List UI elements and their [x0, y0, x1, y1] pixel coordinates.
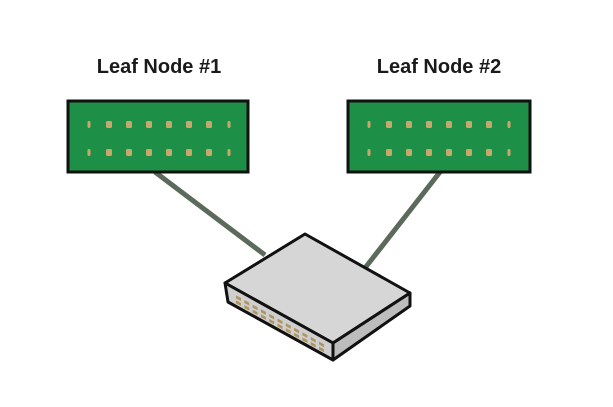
switch-port: [310, 336, 316, 343]
switch-port: [260, 309, 266, 315]
leaf-node-2-label: Leaf Node #2: [376, 56, 502, 78]
switch-icon: [223, 232, 412, 362]
port: [386, 121, 392, 128]
port: [87, 121, 91, 128]
port: [106, 121, 112, 128]
switch-port: [302, 332, 308, 338]
switch-port: [277, 318, 283, 325]
port: [446, 121, 452, 128]
switch-port: [319, 341, 324, 348]
port: [466, 121, 472, 128]
port: [166, 121, 172, 128]
port: [507, 121, 511, 128]
switch-port: [319, 346, 324, 353]
switch-port: [277, 323, 283, 330]
switch-port: [236, 300, 241, 307]
switch-port: [294, 332, 300, 339]
switch-port: [260, 314, 266, 320]
switch-port: [236, 295, 241, 302]
port: [206, 149, 212, 156]
port: [106, 149, 112, 156]
leaf-node-2: [346, 99, 532, 174]
switch-port: [269, 318, 275, 325]
port: [166, 149, 172, 156]
switch-port: [252, 309, 258, 316]
port: [367, 121, 371, 128]
port: [466, 149, 472, 156]
port-grid: [87, 121, 231, 156]
port: [507, 149, 511, 156]
port: [386, 149, 392, 156]
port: [406, 149, 412, 156]
cable-2: [363, 170, 442, 270]
port: [406, 121, 412, 128]
port: [126, 149, 132, 156]
port: [486, 149, 492, 156]
leaf-switch-icon: [66, 99, 250, 174]
switch-port: [285, 328, 291, 334]
port: [186, 121, 192, 128]
port: [486, 121, 492, 128]
switch-port: [294, 327, 300, 334]
port: [87, 149, 91, 156]
port: [146, 149, 152, 156]
switch-port: [252, 304, 258, 311]
port-grid: [367, 121, 511, 156]
switch-port: [302, 337, 308, 343]
port: [227, 121, 231, 128]
port: [126, 121, 132, 128]
switch-port: [244, 305, 250, 311]
port: [206, 121, 212, 128]
cable-1: [153, 170, 267, 257]
port: [227, 149, 231, 156]
port: [186, 149, 192, 156]
switch-side-face: [331, 291, 412, 362]
switch-port: [310, 341, 316, 348]
port: [426, 149, 432, 156]
port: [146, 121, 152, 128]
port: [367, 149, 371, 156]
switch-port: [269, 313, 275, 320]
port: [426, 121, 432, 128]
leaf-node-1: [66, 99, 250, 174]
switch-port: [244, 300, 250, 306]
leaf-switch-icon: [346, 99, 532, 174]
switch-port: [285, 323, 291, 329]
leaf-node-1-label: Leaf Node #1: [96, 56, 222, 78]
port: [446, 149, 452, 156]
switch-port-row: [236, 295, 324, 353]
